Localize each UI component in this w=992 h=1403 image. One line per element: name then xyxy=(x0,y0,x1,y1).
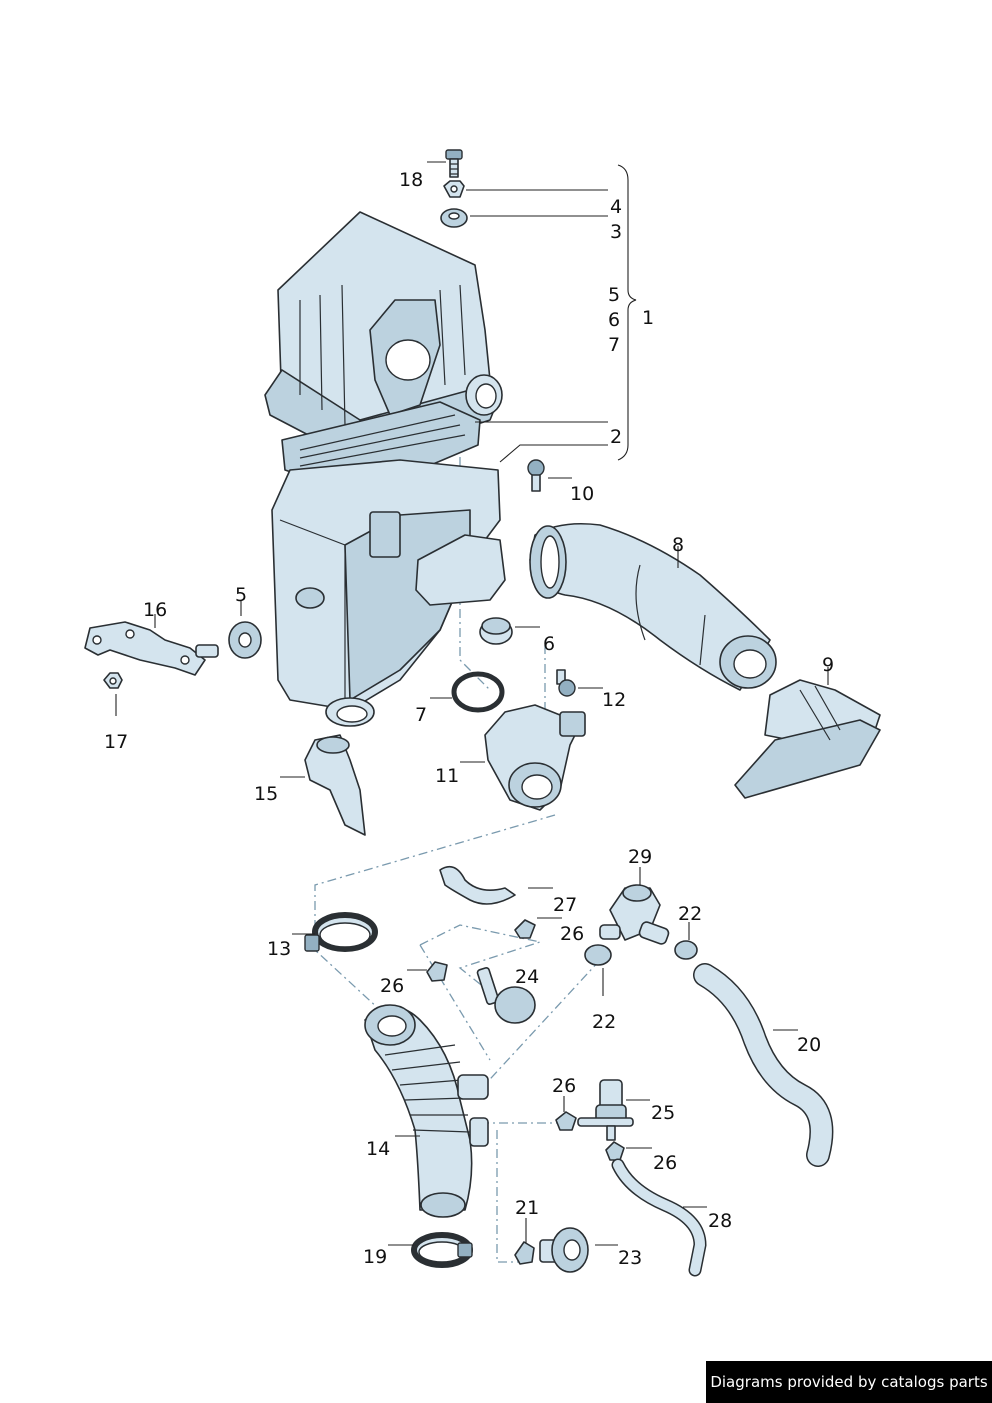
callout-22-bottom: 22 xyxy=(592,1011,616,1033)
footer-banner: Diagrams provided by catalogs parts xyxy=(706,1361,992,1403)
part-grommet-6 xyxy=(479,617,513,645)
part-small-hose-27 xyxy=(439,865,516,905)
part-hose-20 xyxy=(693,963,834,1167)
callout-8: 8 xyxy=(672,534,684,556)
part-grommet-3 xyxy=(440,208,468,228)
callout-23: 23 xyxy=(618,1247,642,1269)
part-o-ring-7 xyxy=(451,671,505,713)
part-hose-28 xyxy=(611,1158,707,1277)
callout-6-grommet: 6 xyxy=(543,633,555,655)
callout-5-mount: 5 xyxy=(235,584,247,606)
callout-27: 27 xyxy=(553,894,577,916)
callout-15: 15 xyxy=(254,783,278,805)
callout-11: 11 xyxy=(435,765,459,787)
part-intake-pipe-14 xyxy=(364,1004,489,1218)
callout-24: 24 xyxy=(515,966,539,988)
callout-6: 6 xyxy=(608,309,620,331)
part-clamp-22b xyxy=(584,944,612,966)
part-clamp-19 xyxy=(411,1232,473,1268)
part-intake-hose-8 xyxy=(529,522,777,691)
callout-1: 1 xyxy=(642,307,654,329)
callout-14: 14 xyxy=(366,1138,390,1160)
callout-19: 19 xyxy=(363,1246,387,1268)
part-flange-11 xyxy=(484,704,586,811)
callout-28: 28 xyxy=(708,1210,732,1232)
part-clip-26d xyxy=(605,1141,625,1161)
part-t-valve-25 xyxy=(577,1079,634,1141)
callout-22-top: 22 xyxy=(678,903,702,925)
callout-29: 29 xyxy=(628,846,652,868)
part-intake-duct-9 xyxy=(734,679,881,799)
assembly-brace xyxy=(617,164,637,461)
part-clip-26a xyxy=(514,919,536,939)
part-air-filter-housing-lower xyxy=(271,459,506,727)
part-heat-shield-15 xyxy=(304,734,366,836)
callout-7-oring: 7 xyxy=(415,704,427,726)
callout-3: 3 xyxy=(610,221,622,243)
callout-26-top: 26 xyxy=(560,923,584,945)
callout-5: 5 xyxy=(608,284,620,306)
callout-labels: 18 4 3 5 6 7 1 2 10 8 16 5 6 9 12 7 17 1… xyxy=(104,169,834,1269)
part-bracket-16 xyxy=(84,621,206,676)
callout-9: 9 xyxy=(822,654,834,676)
part-nut-4 xyxy=(443,180,465,198)
callout-21: 21 xyxy=(515,1197,539,1219)
part-clip-26b xyxy=(426,961,448,982)
part-screw-12 xyxy=(556,669,576,697)
part-screw-10 xyxy=(527,459,545,492)
part-rubber-mount-5 xyxy=(195,621,262,659)
callout-17: 17 xyxy=(104,731,128,753)
callout-25: 25 xyxy=(651,1102,675,1124)
part-bolt-18 xyxy=(445,149,463,178)
callout-10: 10 xyxy=(570,483,594,505)
callout-4: 4 xyxy=(610,196,622,218)
callout-7: 7 xyxy=(608,334,620,356)
callout-16: 16 xyxy=(143,599,167,621)
part-connector-23 xyxy=(539,1227,589,1273)
part-connector-24 xyxy=(476,967,536,1024)
part-clamp-13 xyxy=(304,912,378,952)
callout-12: 12 xyxy=(602,689,626,711)
part-clamp-22a xyxy=(674,940,698,960)
callout-13: 13 xyxy=(267,938,291,960)
callout-2: 2 xyxy=(610,426,622,448)
part-clip-21 xyxy=(514,1241,535,1265)
leader-lines xyxy=(115,161,829,1246)
callout-26-mid: 26 xyxy=(552,1075,576,1097)
callout-20: 20 xyxy=(797,1034,821,1056)
callout-26-left: 26 xyxy=(380,975,404,997)
callout-18: 18 xyxy=(399,169,423,191)
part-nut-17 xyxy=(103,672,123,689)
part-clip-26c xyxy=(555,1111,577,1131)
part-valve-29 xyxy=(599,884,670,945)
callout-26-bottom: 26 xyxy=(653,1152,677,1174)
